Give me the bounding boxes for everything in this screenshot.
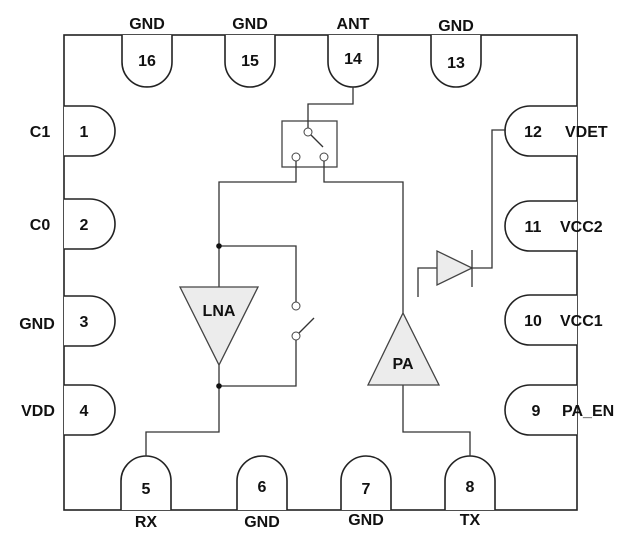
pin-11: 11 VCC2 bbox=[504, 200, 603, 252]
svg-text:12: 12 bbox=[524, 124, 542, 141]
svg-text:5: 5 bbox=[142, 481, 151, 498]
svg-text:LNA: LNA bbox=[203, 303, 236, 320]
pin-10: 10 VCC1 bbox=[504, 294, 603, 346]
pin-1: 1 C1 bbox=[30, 105, 116, 157]
pin-3: 3 GND bbox=[19, 295, 116, 347]
svg-text:GND: GND bbox=[232, 16, 268, 33]
svg-text:10: 10 bbox=[524, 313, 542, 330]
pin-16: 16 GND bbox=[121, 16, 173, 88]
svg-text:VCC1: VCC1 bbox=[560, 313, 603, 330]
svg-text:RX: RX bbox=[135, 514, 158, 531]
svg-text:GND: GND bbox=[19, 316, 55, 333]
pin-4: 4 VDD bbox=[21, 384, 116, 436]
svg-text:1: 1 bbox=[80, 124, 89, 141]
pin-8: 8TX bbox=[444, 455, 496, 529]
bypass-wire bbox=[219, 245, 297, 302]
svg-text:PA: PA bbox=[392, 356, 413, 373]
svg-text:2: 2 bbox=[80, 217, 89, 234]
pin-2: 2 C0 bbox=[30, 198, 116, 250]
svg-text:8: 8 bbox=[466, 479, 475, 496]
svg-text:ANT: ANT bbox=[337, 16, 370, 33]
lna-block: LNA bbox=[178, 286, 260, 367]
svg-text:15: 15 bbox=[241, 53, 259, 70]
pin-9: 9 PA_EN bbox=[504, 384, 614, 436]
pin-13: 13 GND bbox=[430, 18, 482, 88]
junction-dot bbox=[216, 243, 222, 249]
pin-14: 14 ANT bbox=[327, 16, 379, 88]
pa-block: PA bbox=[366, 311, 441, 386]
detector-diode bbox=[417, 129, 506, 297]
svg-text:9: 9 bbox=[532, 403, 541, 420]
rx-wire bbox=[218, 161, 297, 287]
bypass-switch-lever bbox=[298, 317, 315, 334]
rx-output-wire bbox=[145, 365, 220, 456]
svg-text:GND: GND bbox=[438, 18, 474, 35]
svg-text:VCC2: VCC2 bbox=[560, 219, 603, 236]
svg-text:14: 14 bbox=[344, 51, 362, 68]
svg-text:11: 11 bbox=[525, 219, 542, 236]
pin-15: 15 GND bbox=[224, 16, 276, 88]
bypass-wire bbox=[219, 340, 297, 387]
pin-12: 12 VDET bbox=[504, 105, 608, 157]
tx-input-wire bbox=[402, 385, 471, 456]
svg-text:PA_EN: PA_EN bbox=[562, 403, 614, 420]
svg-text:3: 3 bbox=[80, 314, 89, 331]
svg-text:VDD: VDD bbox=[21, 403, 55, 420]
svg-text:GND: GND bbox=[348, 512, 384, 529]
svg-text:GND: GND bbox=[244, 514, 280, 531]
bypass-switch-contact bbox=[291, 301, 301, 311]
svg-text:13: 13 bbox=[447, 55, 465, 72]
pin-5: 5RX bbox=[120, 455, 172, 531]
svg-text:6: 6 bbox=[258, 479, 267, 496]
svg-text:GND: GND bbox=[129, 16, 165, 33]
svg-text:C0: C0 bbox=[30, 217, 51, 234]
package-outline bbox=[63, 34, 578, 511]
tx-wire bbox=[323, 161, 404, 313]
junction-dot bbox=[216, 383, 222, 389]
svg-text:7: 7 bbox=[362, 481, 371, 498]
bypass-switch-contact bbox=[291, 331, 301, 341]
svg-text:TX: TX bbox=[460, 512, 481, 529]
svg-text:C1: C1 bbox=[30, 124, 51, 141]
svg-text:4: 4 bbox=[80, 403, 89, 420]
svg-text:16: 16 bbox=[138, 53, 156, 70]
svg-text:VDET: VDET bbox=[565, 124, 608, 141]
